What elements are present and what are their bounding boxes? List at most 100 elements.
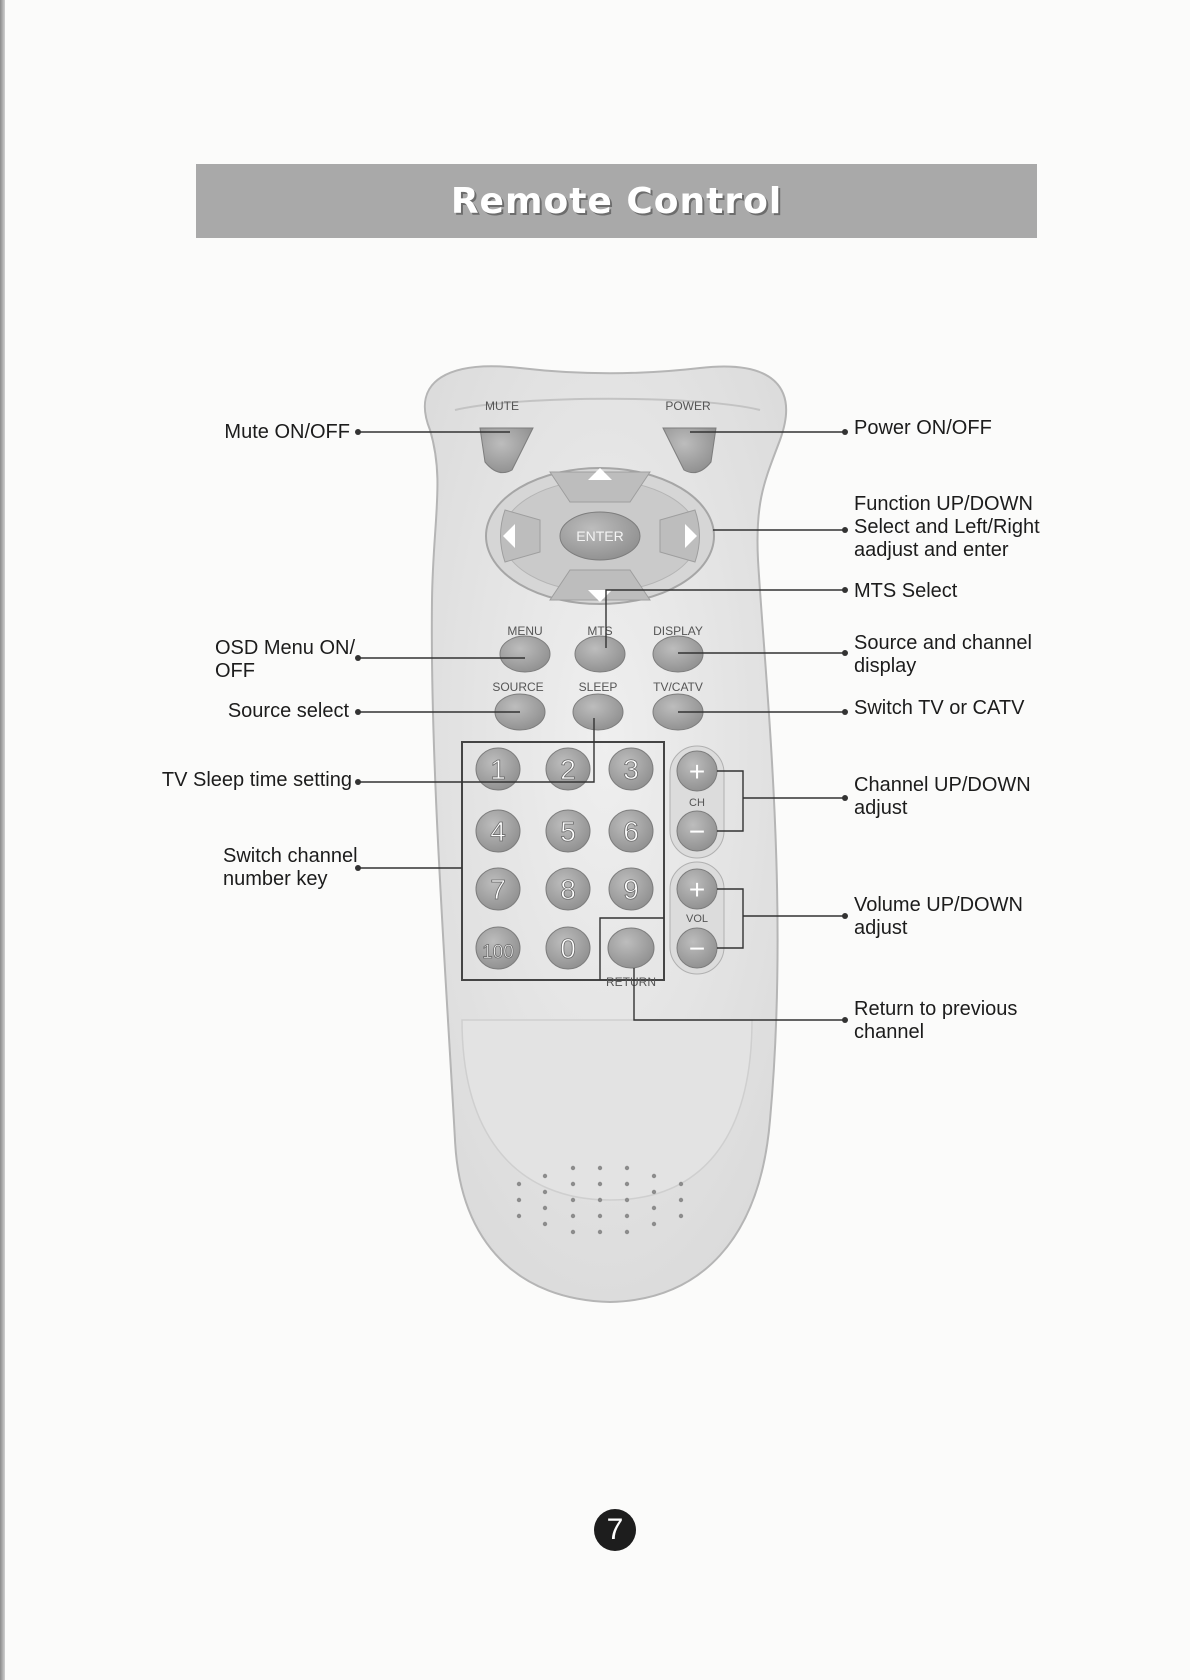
number-key-3-label: 3	[623, 754, 639, 785]
display-button[interactable]	[653, 636, 703, 672]
speaker-hole	[598, 1198, 602, 1202]
callout-sleep-text: TV Sleep time setting	[162, 769, 352, 791]
dot-source	[355, 709, 361, 715]
number-key-6-label: 6	[623, 816, 639, 847]
return-button[interactable]	[608, 928, 654, 968]
callout-osd-menu-line2: OFF	[215, 660, 355, 683]
callout-mts-text: MTS Select	[854, 580, 957, 602]
speaker-hole	[543, 1206, 547, 1210]
speaker-hole	[652, 1222, 656, 1226]
callout-tvcatv-text: Switch TV or CATV	[854, 697, 1024, 719]
speaker-hole	[625, 1214, 629, 1218]
speaker-hole	[598, 1214, 602, 1218]
callout-tvcatv: Switch TV or CATV	[854, 697, 1024, 720]
callout-mute: Mute ON/OFF	[224, 421, 350, 444]
speaker-hole	[517, 1198, 521, 1202]
speaker-hole	[625, 1198, 629, 1202]
speaker-hole	[543, 1190, 547, 1194]
speaker-hole	[625, 1166, 629, 1170]
number-key-0-label: 0	[560, 933, 576, 964]
number-key-8-label: 8	[560, 874, 576, 905]
callout-return-line1: Return to previous	[854, 998, 1017, 1021]
channel-up-symbol: +	[689, 756, 705, 787]
vol-label: VOL	[686, 913, 708, 925]
number-key-2-label: 2	[560, 754, 576, 785]
power-label: POWER	[665, 399, 711, 413]
dot-volume	[842, 913, 848, 919]
speaker-hole	[543, 1174, 547, 1178]
number-key-5-label: 5	[560, 816, 576, 847]
callout-mute-text: Mute ON/OFF	[224, 421, 350, 443]
callout-sleep: TV Sleep time setting	[162, 769, 352, 792]
callout-return: Return to previous channel	[854, 998, 1017, 1044]
callout-function: Function UP/DOWN Select and Left/Right a…	[854, 493, 1040, 562]
volume-up-symbol: +	[689, 874, 705, 905]
speaker-hole	[625, 1182, 629, 1186]
number-key-7-label: 7	[490, 874, 506, 905]
callout-number-key-line2: number key	[223, 868, 358, 891]
dot-power	[842, 429, 848, 435]
speaker-hole	[598, 1182, 602, 1186]
speaker-hole	[679, 1182, 683, 1186]
callout-volume: Volume UP/DOWN adjust	[854, 894, 1023, 940]
callout-source-select-text: Source select	[228, 700, 349, 722]
callout-volume-line2: adjust	[854, 917, 1023, 940]
page-number-badge: 7	[594, 1509, 636, 1551]
dot-menu	[355, 655, 361, 661]
number-key-4-label: 4	[490, 816, 506, 847]
source-label: SOURCE	[492, 680, 543, 694]
speaker-hole	[598, 1166, 602, 1170]
speaker-hole	[598, 1230, 602, 1234]
menu-button[interactable]	[500, 636, 550, 672]
callout-function-line1: Function UP/DOWN	[854, 493, 1040, 516]
enter-label: ENTER	[576, 528, 623, 544]
ch-label: CH	[689, 797, 705, 809]
speaker-hole	[652, 1174, 656, 1178]
speaker-hole	[571, 1182, 575, 1186]
number-key-9-label: 9	[623, 874, 639, 905]
callout-display-line2: display	[854, 655, 1032, 678]
dot-function	[842, 527, 848, 533]
callout-number-key-line1: Switch channel	[223, 845, 358, 868]
speaker-hole	[679, 1214, 683, 1218]
callout-osd-menu: OSD Menu ON/ OFF	[215, 637, 355, 683]
callout-power: Power ON/OFF	[854, 417, 992, 440]
sleep-button[interactable]	[573, 694, 623, 730]
speaker-hole	[571, 1230, 575, 1234]
callout-power-text: Power ON/OFF	[854, 417, 992, 439]
callout-mts: MTS Select	[854, 580, 957, 603]
dot-mts	[842, 587, 848, 593]
speaker-hole	[625, 1230, 629, 1234]
speaker-hole	[652, 1206, 656, 1210]
mute-label: MUTE	[485, 399, 519, 413]
speaker-hole	[543, 1222, 547, 1226]
mts-button[interactable]	[575, 636, 625, 672]
speaker-hole	[517, 1214, 521, 1218]
tvcatv-label: TV/CATV	[653, 680, 703, 694]
callout-function-line3: aadjust and enter	[854, 539, 1040, 562]
callout-display: Source and channel display	[854, 632, 1032, 678]
channel-down-symbol: −	[689, 816, 705, 847]
return-label: RETURN	[606, 975, 656, 989]
sleep-label: SLEEP	[579, 680, 618, 694]
callout-number-key: Switch channel number key	[223, 845, 358, 891]
dot-return	[842, 1017, 848, 1023]
dot-display	[842, 650, 848, 656]
callout-source-select: Source select	[228, 700, 349, 723]
callout-volume-line1: Volume UP/DOWN	[854, 894, 1023, 917]
callout-channel: Channel UP/DOWN adjust	[854, 774, 1031, 820]
callout-display-line1: Source and channel	[854, 632, 1032, 655]
volume-down-symbol: −	[689, 933, 705, 964]
callout-channel-line1: Channel UP/DOWN	[854, 774, 1031, 797]
speaker-hole	[679, 1198, 683, 1202]
dot-sleep	[355, 779, 361, 785]
speaker-hole	[571, 1166, 575, 1170]
number-key-100-label: 100	[482, 942, 514, 963]
callout-function-line2: Select and Left/Right	[854, 516, 1040, 539]
speaker-hole	[571, 1198, 575, 1202]
dot-channel	[842, 795, 848, 801]
dot-tvcatv	[842, 709, 848, 715]
speaker-hole	[517, 1182, 521, 1186]
speaker-hole	[571, 1214, 575, 1218]
